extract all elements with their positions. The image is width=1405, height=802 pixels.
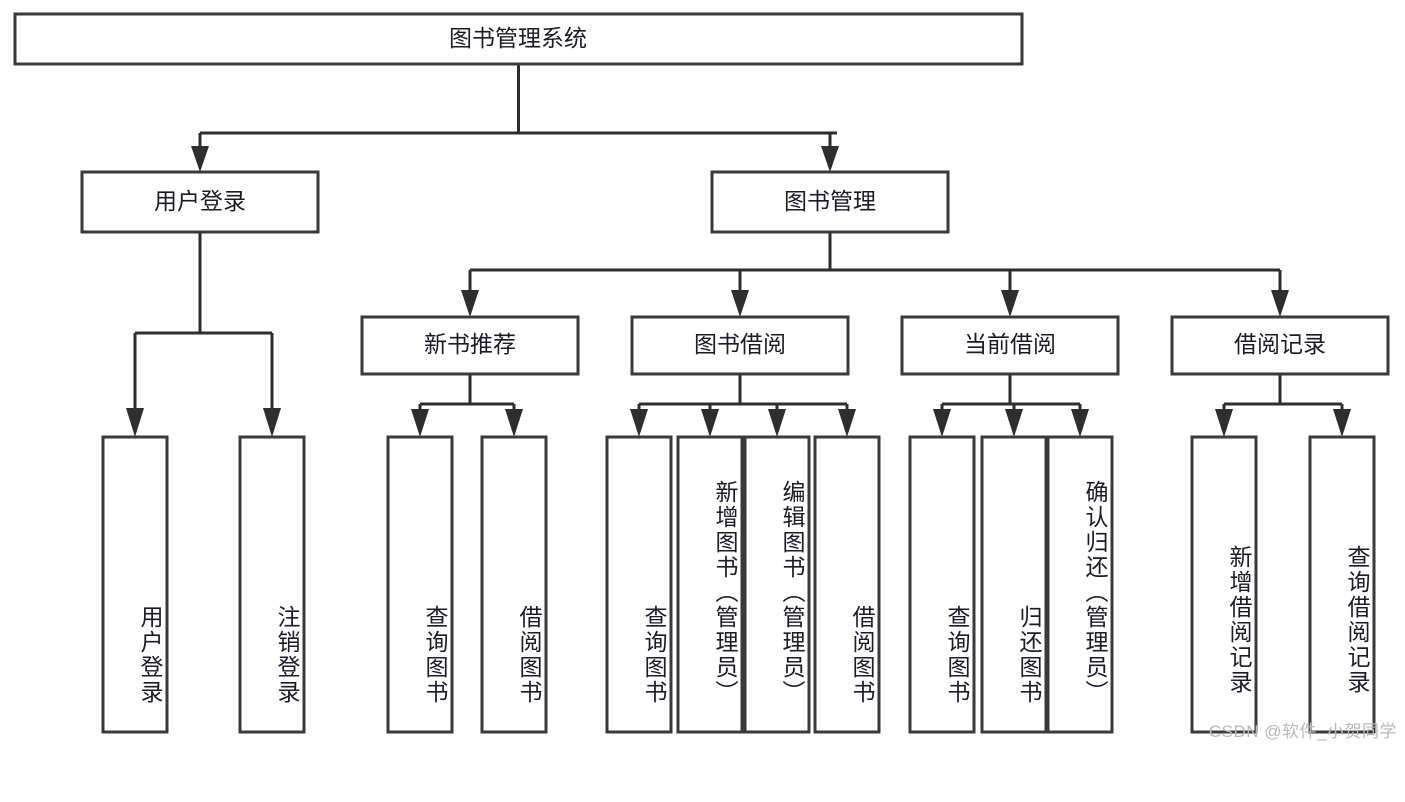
- node-root-label: 图书管理系统: [449, 25, 587, 51]
- leaf-edit-book-box[interactable]: [743, 435, 811, 734]
- leaf-confirm-return-box[interactable]: [1046, 435, 1114, 734]
- arrowhead-leaf-borrow-book-1: [505, 409, 523, 437]
- node-current-borrow-label: 当前借阅: [964, 331, 1056, 357]
- node-user-login-label: 用户登录: [154, 188, 246, 214]
- hierarchy-diagram: 图书管理系统 用户登录 图书管理 新书推荐 图书借阅 当前借阅 借阅记录: [13, 12, 1390, 734]
- arrowhead-leaf-logout: [263, 408, 281, 437]
- leaf-logout-box[interactable]: [238, 435, 306, 734]
- arrowhead-leaf-user-login: [126, 408, 144, 437]
- node-user-login-box[interactable]: [80, 170, 320, 234]
- leaf-query-book-1-box[interactable]: [386, 435, 454, 734]
- node-borrow-record-label: 借阅记录: [1234, 331, 1326, 357]
- arrowhead-leaf-query-book-1: [411, 409, 429, 437]
- arrowhead-book-manage: [821, 146, 839, 172]
- arrowhead-leaf-confirm-return: [1071, 409, 1089, 437]
- node-root-box[interactable]: [13, 12, 1024, 66]
- node-book-borrow-label: 图书借阅: [694, 331, 786, 357]
- arrowhead-user-login: [191, 146, 209, 172]
- arrowhead-new-book-recommend: [461, 290, 479, 317]
- node-borrow-record-box[interactable]: [1170, 315, 1390, 376]
- node-book-manage-box[interactable]: [710, 170, 950, 234]
- arrowhead-borrow-record: [1271, 290, 1289, 317]
- node-layer: 图书管理系统 用户登录 图书管理 新书推荐 图书借阅 当前借阅 借阅记录: [13, 12, 1390, 734]
- arrowhead-book-borrow: [731, 290, 749, 317]
- arrowhead-leaf-add-book: [701, 409, 719, 437]
- leaf-borrow-book-1-box[interactable]: [480, 435, 548, 734]
- flowchart-canvas: 图书管理系统 用户登录 图书管理 新书推荐 图书借阅 当前借阅 借阅记录: [13, 12, 1397, 741]
- leaf-user-login-box[interactable]: [101, 435, 169, 734]
- node-book-borrow-box[interactable]: [630, 315, 850, 376]
- arrowhead-leaf-borrow-book-2: [838, 409, 856, 437]
- node-book-manage-label: 图书管理: [784, 188, 876, 214]
- node-current-borrow-box[interactable]: [900, 315, 1120, 376]
- arrowhead-leaf-query-book-3: [933, 409, 951, 437]
- leaf-add-book-box[interactable]: [676, 435, 744, 734]
- arrowhead-leaf-edit-book: [768, 409, 786, 437]
- leaf-query-book-2-box[interactable]: [605, 435, 673, 734]
- node-new-book-recommend-box[interactable]: [360, 315, 580, 376]
- arrowhead-leaf-query-record: [1333, 409, 1351, 437]
- connector-layer: [126, 64, 1351, 437]
- leaf-query-record-box[interactable]: [1308, 435, 1376, 734]
- leaf-return-book-box[interactable]: [980, 435, 1048, 734]
- arrowhead-leaf-add-record: [1215, 409, 1233, 437]
- arrowhead-leaf-return-book: [1005, 409, 1023, 437]
- leaf-add-record-box[interactable]: [1190, 435, 1258, 734]
- arrowhead-current-borrow: [1001, 290, 1019, 317]
- node-new-book-recommend-label: 新书推荐: [424, 331, 516, 357]
- leaf-borrow-book-2-box[interactable]: [813, 435, 881, 734]
- leaf-query-book-3-box[interactable]: [908, 435, 976, 734]
- arrowhead-leaf-query-book-2: [630, 409, 648, 437]
